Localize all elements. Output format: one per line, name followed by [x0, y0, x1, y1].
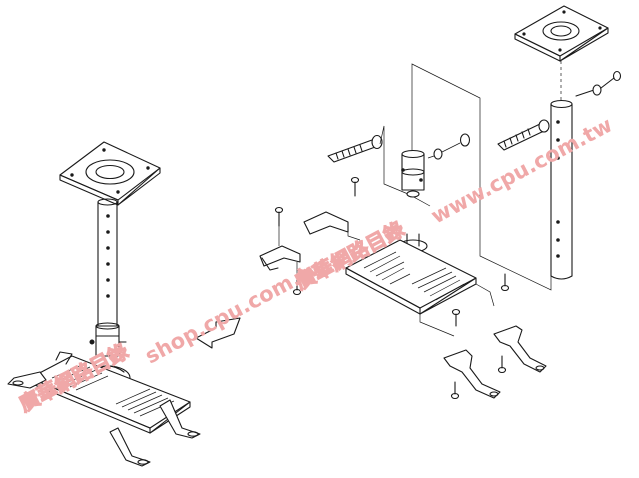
small-screws	[274, 176, 510, 400]
upper-brackets	[259, 211, 361, 278]
watermark-right-url: www.cpu.com.tw	[427, 113, 616, 229]
assembled-mount	[7, 141, 241, 467]
tube-socket	[401, 149, 425, 198]
socket-washers	[427, 133, 471, 160]
pole-bolt-and-washer	[575, 70, 622, 97]
lower-brackets	[443, 325, 547, 399]
long-bolt-right	[497, 119, 550, 151]
exploded-view	[259, 5, 622, 400]
long-bolt-left	[327, 125, 409, 195]
exploded-ceiling-plate	[514, 5, 609, 100]
assembled-pole	[89, 198, 127, 357]
assembled-ceiling-plate	[59, 141, 161, 206]
assembled-legs	[7, 351, 201, 467]
exploded-pole	[550, 99, 573, 280]
watermark-left: 廣華網路目錄 shop.cpu.com.tw	[15, 253, 331, 417]
exploded-projector-plate	[345, 239, 495, 337]
arrow-right-icon	[195, 317, 241, 349]
